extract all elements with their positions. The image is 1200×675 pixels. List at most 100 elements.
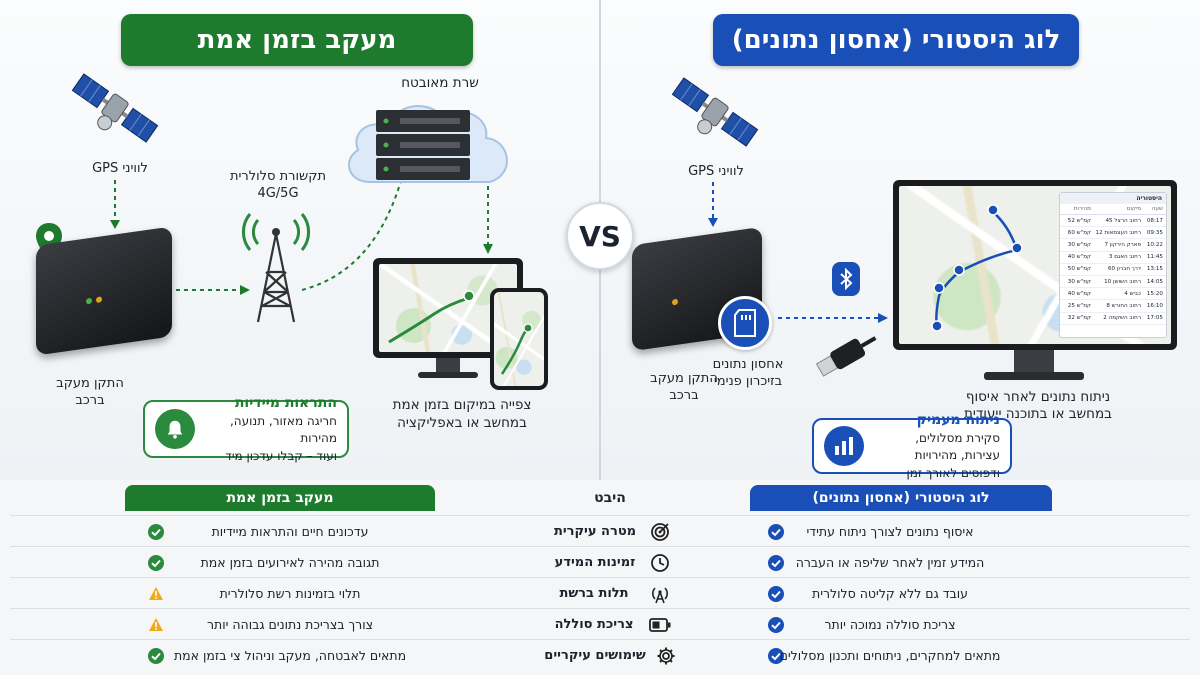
history-status-check-icon [762,640,784,671]
deep-title: ניתוח מעמיק [916,411,1000,428]
aspect-label: מטרה עיקרית [553,524,637,539]
log-col-header: מיקום [1126,206,1141,212]
aspect-cell: צריכת סוללה [510,609,710,640]
target-icon [650,522,670,542]
log-cell: 11:45 [1146,254,1163,261]
history-cell: צריכת סוללה נמוכה יותר [824,617,956,632]
log-cell: כביש 4 [1124,290,1141,297]
log-row: 13:15 דרך חברון 60 קמ"ש 50 [1060,264,1166,276]
table-header-aspect: היבט [594,490,626,506]
log-cell: קמ"ש 50 [1067,266,1091,273]
cellular-label-1: תקשורת סלולרית [229,169,327,184]
log-cell: 15:20 [1146,290,1163,297]
realtime-status-warning-icon [142,578,164,609]
log-cell: רחוב השושן 10 [1104,278,1141,285]
log-cell: 10:22 [1146,241,1163,248]
log-row: 15:20 כביש 4 קמ"ש 40 [1060,288,1166,301]
log-cell: 14:05 [1146,278,1163,285]
monitor-base [418,372,478,378]
log-cell: פארק הירקון 7 [1104,241,1141,248]
aspect-label: תלות ברשת [559,586,629,601]
realtime-cell: תגובה מהירה לאירועים בזמן אמת [200,555,380,570]
history-route [931,204,1023,332]
cloud-server-icon [347,104,508,183]
history-cell: איסוף נתונים לצורך ניתוח עתידי [806,524,974,539]
right-device-label-2: ברכב [669,388,699,403]
realtime-status-check-icon [142,640,164,671]
left-satellite-label: לוויני GPS [92,161,148,176]
comparison-row: עובד גם ללא קליטה סלולרית תלות ברשת תלוי ב… [10,577,1190,608]
realtime-status-check-icon [142,516,164,547]
log-cell: 08:17 [1146,217,1163,224]
comparison-table: מעקב בזמן אמת היבט לוג היסטורי (אחסון נת… [10,485,1190,671]
aspect-cell: שימושים עיקריים [510,640,710,671]
table-header-realtime: מעקב בזמן אמת [125,485,435,511]
deep-line-1: סקירת מסלולים, עצירות, מהירויות [914,431,1000,463]
log-cell: קמ"ש 30 [1067,241,1091,248]
history-cell: מתאים למחקרים, ניתוחים ותכנון מסלולים [779,648,1001,663]
log-cell: קמ"ש 40 [1067,254,1091,261]
cell-tower-icon [242,213,310,323]
table-header-history: לוג היסטורי (אחסון נתונים) [750,485,1052,511]
left-device-label-2: ברכב [75,393,105,408]
aspect-cell: מטרה עיקרית [510,516,710,547]
analysis-monitor-stand [1014,350,1054,372]
right-satellite-label: לוויני GPS [688,164,744,179]
realtime-cell: מתאים לאבטחה, מעקב וניהול צי בזמן אמת [173,648,407,663]
left-device-label-1: התקן מעקב [56,376,124,391]
log-cell: 13:15 [1146,266,1163,273]
alerts-line-2: ועוד – קבלו עדכון מיד [225,448,337,463]
satellite-icon [71,73,159,143]
signal-icon [649,584,671,604]
satellite-icon [671,77,759,147]
analysis-monitor-base [984,372,1084,380]
log-cell: רחוב החורש 8 [1106,302,1141,309]
storage-label-1: אחסון נתונים [712,357,784,372]
cellular-label-2: 4G/5G [257,186,299,201]
realtime-cell: עדכונים חיים והתראות מיידיות [211,524,369,539]
cellular-link-arrow [176,285,250,295]
log-col-header: מהירות [1073,206,1091,212]
aspect-label: שימושים עיקריים [544,648,646,663]
log-cell: רחוב העצמאות 12 [1095,229,1141,236]
bar-chart-icon [824,426,864,466]
smartphone [490,288,548,390]
realtime-cell: תלוי בזמינות רשת סלולרית [219,586,361,601]
usb-cable-icon [815,336,877,377]
comparison-row: איסוף נתונים לצורך ניתוח עתידי מטרה עיקרי… [10,515,1190,546]
alerts-title: התראות מיידיות [234,394,337,411]
battery-icon [649,617,671,632]
realtime-status-warning-icon [142,609,164,640]
log-cell: דרך חברון 60 [1108,266,1141,273]
right-device-label-1: התקן מעקב [650,371,718,386]
history-cell: עובד גם ללא קליטה סלולרית [811,586,969,601]
bluetooth-icon [832,262,860,296]
log-col-header: שעה [1151,206,1163,212]
alerts-line-1: חריגה מאזור, תנועה, מהירות [229,414,337,446]
log-cell: קמ"ש 40 [1067,290,1091,297]
comparison-row: מתאים למחקרים, ניתוחים ותכנון מסלולים שימ… [10,639,1190,670]
log-table-header: היסטוריה [1060,193,1166,204]
history-status-check-icon [762,609,784,640]
history-status-check-icon [762,547,784,578]
log-cell: 16:10 [1146,302,1163,309]
log-row: 10:22 פארק הירקון 7 קמ"ש 30 [1060,239,1166,252]
deep-line-2: ודפוסים לאורך זמן [906,465,1000,480]
view-label-1: צפייה במיקום בזמן אמת [392,397,532,413]
bell-icon [155,409,195,449]
view-label-2: במחשב או באפליקציה [397,415,527,431]
monitor-stand [436,358,460,372]
aspect-cell: זמינות המידע [510,547,710,578]
clock-icon [650,553,670,573]
storage-label-2: בזיכרון פנימי [713,374,783,389]
deep-analysis-box: ניתוח מעמיק סקירת מסלולים, עצירות, מהירו… [812,412,1012,480]
sd-card-icon [718,296,772,350]
